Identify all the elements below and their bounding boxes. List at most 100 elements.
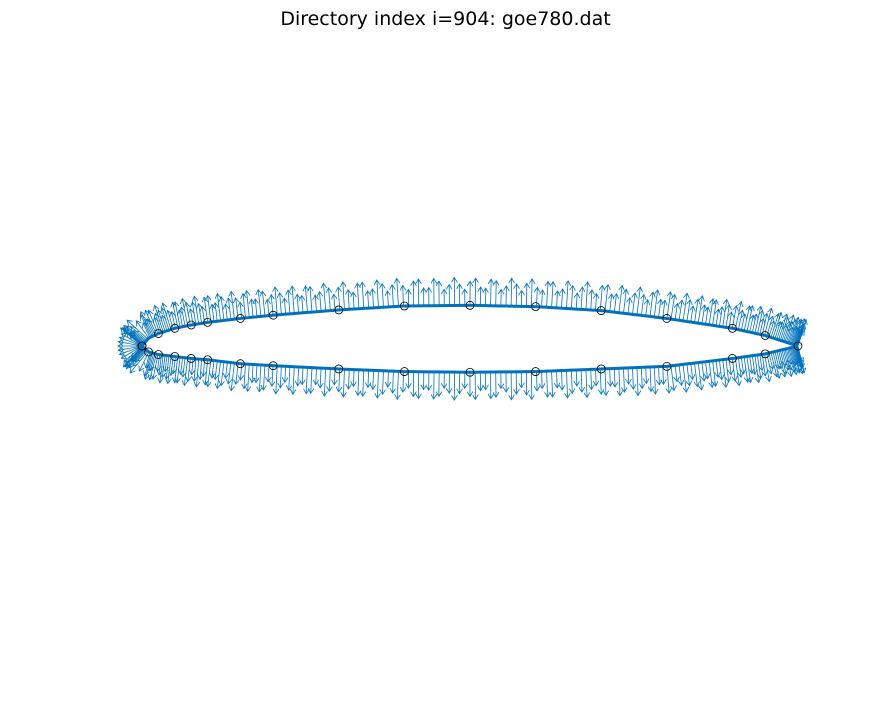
lower-normal-arrow xyxy=(713,360,716,386)
lower-normal-arrow xyxy=(181,357,183,374)
upper-normal-arrow xyxy=(751,314,756,333)
upper-surface-marker xyxy=(235,314,245,323)
upper-normal-arrow xyxy=(761,314,767,335)
upper-normal-arrow xyxy=(163,303,172,330)
upper-normal-arrow xyxy=(691,306,693,323)
upper-normal-arrow xyxy=(343,282,345,310)
upper-normal-arrow xyxy=(329,288,331,311)
upper-normal-arrow xyxy=(542,290,543,308)
upper-surface-marker xyxy=(186,320,196,330)
lower-normal-arrow xyxy=(302,367,303,384)
lower-normal-arrow xyxy=(628,367,629,384)
upper-normal-arrow xyxy=(743,306,750,331)
upper-normal-arrow xyxy=(610,294,612,312)
upper-normal-arrow xyxy=(292,286,294,314)
lower-surface-marker xyxy=(235,359,245,369)
upper-normal-arrow xyxy=(258,290,261,317)
upper-normal-arrow xyxy=(362,282,364,309)
upper-normal-arrow xyxy=(192,302,197,325)
upper-normal-arrow xyxy=(702,305,705,324)
lower-normal-arrow xyxy=(329,368,330,392)
lower-normal-arrow xyxy=(339,368,340,392)
lower-normal-arrow xyxy=(776,350,781,369)
lower-normal-arrow xyxy=(726,359,729,382)
lower-surface-marker xyxy=(334,364,344,374)
upper-normal-arrow xyxy=(552,282,554,308)
upper-normal-arrow xyxy=(168,310,174,329)
upper-normal-arrow xyxy=(392,285,393,307)
upper-normal-arrow xyxy=(725,305,729,328)
upper-normal-arrow xyxy=(155,313,162,333)
lower-normal-arrow xyxy=(774,351,779,369)
lower-normal-arrow xyxy=(403,371,404,393)
upper-normal-arrow xyxy=(194,296,200,324)
lower-normal-arrow xyxy=(166,355,169,379)
upper-normal-arrow xyxy=(305,286,307,313)
lower-normal-arrow xyxy=(368,370,369,387)
lower-normal-arrow xyxy=(695,362,698,386)
lower-normal-arrow xyxy=(217,361,221,388)
lower-normal-arrow xyxy=(610,368,611,387)
upper-normal-arrow xyxy=(302,296,303,313)
lower-normal-arrow xyxy=(760,354,762,371)
upper-surface-marker xyxy=(531,302,540,312)
upper-normal-arrow xyxy=(659,299,661,318)
lower-normal-arrow xyxy=(298,366,299,386)
upper-normal-arrow xyxy=(221,297,224,321)
upper-normal-arrow xyxy=(372,289,373,308)
lower-normal-arrow xyxy=(388,370,389,387)
upper-normal-arrow xyxy=(557,291,558,308)
lower-normal-arrow xyxy=(397,371,398,399)
upper-normal-arrow xyxy=(145,310,157,335)
lower-normal-arrow xyxy=(702,362,704,381)
lower-normal-arrow xyxy=(641,367,642,388)
upper-normal-arrow xyxy=(215,303,217,322)
lower-normal-arrow xyxy=(383,370,384,395)
upper-normal-arrow xyxy=(586,282,588,310)
upper-normal-arrow xyxy=(706,307,709,325)
upper-normal-arrow xyxy=(734,302,741,330)
upper-normal-arrow xyxy=(633,293,636,315)
upper-normal-arrow xyxy=(628,298,630,314)
upper-normal-arrow xyxy=(605,285,608,312)
lower-surface-marker xyxy=(144,347,153,357)
upper-normal-arrow xyxy=(646,300,648,316)
upper-normal-arrow xyxy=(348,290,349,310)
upper-normal-arrow xyxy=(666,292,671,319)
lower-normal-arrow xyxy=(225,362,227,378)
upper-normal-arrow xyxy=(255,299,257,317)
upper-normal-arrow xyxy=(754,306,761,334)
lower-normal-arrow xyxy=(633,367,634,389)
upper-surface-marker xyxy=(268,310,278,320)
upper-normal-arrow xyxy=(190,309,193,325)
upper-normal-arrow xyxy=(511,278,512,307)
lower-normal-arrow xyxy=(768,352,773,369)
upper-normal-arrow xyxy=(141,315,152,338)
upper-normal-arrow xyxy=(148,319,156,336)
upper-normal-arrow xyxy=(127,320,149,340)
upper-normal-arrow xyxy=(670,294,675,320)
lower-normal-arrow xyxy=(605,368,606,396)
lower-normal-arrow xyxy=(586,369,587,398)
lower-surface-marker xyxy=(760,349,770,359)
upper-normal-arrow xyxy=(566,281,568,309)
upper-surface-marker xyxy=(662,314,672,323)
upper-normal-arrow xyxy=(231,291,235,320)
lower-surface-marker xyxy=(531,367,540,376)
upper-normal-arrow xyxy=(653,290,657,318)
upper-normal-arrow xyxy=(357,283,359,309)
lower-normal-arrow xyxy=(194,358,196,381)
lower-normal-arrow xyxy=(334,368,335,385)
upper-normal-arrow xyxy=(267,299,269,316)
upper-surface-marker xyxy=(760,331,770,340)
upper-normal-arrow xyxy=(403,286,404,307)
lower-normal-arrow xyxy=(716,360,718,377)
lower-normal-arrow xyxy=(272,365,273,387)
lower-normal-arrow xyxy=(348,369,349,389)
lower-normal-arrow xyxy=(591,369,592,389)
lower-normal-arrow xyxy=(706,361,708,379)
upper-normal-arrow xyxy=(136,321,150,339)
lower-normal-arrow xyxy=(750,355,752,373)
lower-normal-arrow xyxy=(248,364,250,391)
lower-surface-marker xyxy=(186,354,196,363)
